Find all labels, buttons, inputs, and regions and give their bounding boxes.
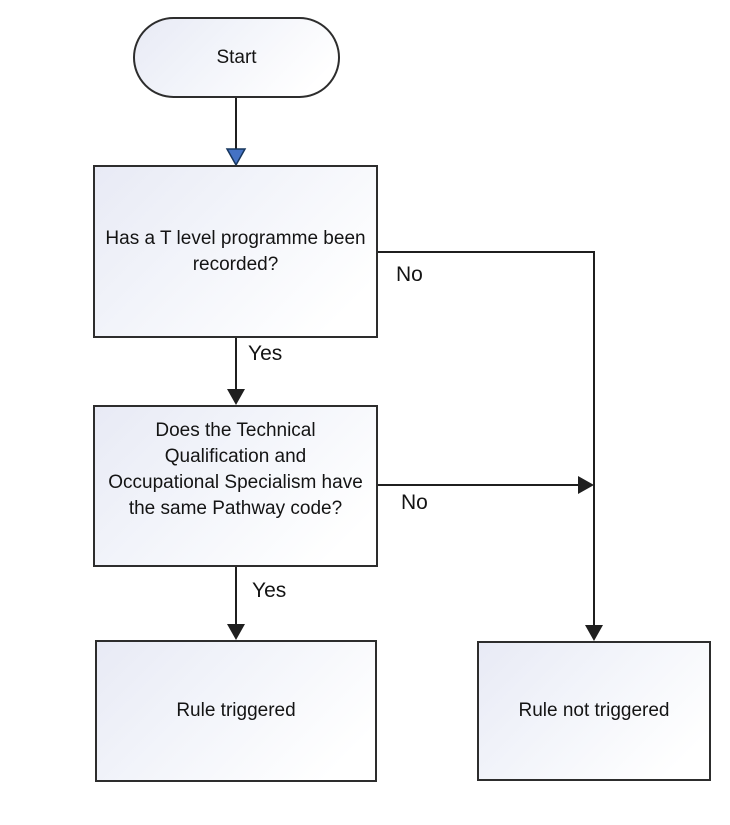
node-q1-t-level-recorded: Has a T level programme been recorded? [93,165,378,338]
edge-label-q2-no: No [401,491,428,514]
node-rule-triggered: Rule triggered [95,640,377,782]
arrowhead-q1-to-q2 [227,389,245,405]
node-start-label: Start [216,46,257,68]
edge-label-q1-no: No [396,263,423,286]
node-rule-not-triggered-label: Rule not triggered [518,700,670,721]
node-q2-label: Does the Technical Qualification and Occ… [108,420,363,519]
edge-label-q2-yes: Yes [252,579,287,602]
arrowhead-q1-to-rule-not-triggered [585,625,603,641]
edge-q1-to-rule-not-triggered [378,251,595,626]
node-start: Start [133,17,340,98]
arrowhead-q2-to-rule-not-triggered [578,476,594,494]
node-q1-label: Has a T level programme been recorded? [105,227,366,275]
node-q2-pathway-code: Does the Technical Qualification and Occ… [93,405,378,567]
arrowhead-q2-to-rule-triggered [227,624,245,640]
node-rule-not-triggered: Rule not triggered [477,641,711,781]
edge-label-q1-yes: Yes [248,342,283,365]
node-rule-triggered-label: Rule triggered [176,700,296,721]
arrowhead-start-to-q1 [225,148,247,167]
